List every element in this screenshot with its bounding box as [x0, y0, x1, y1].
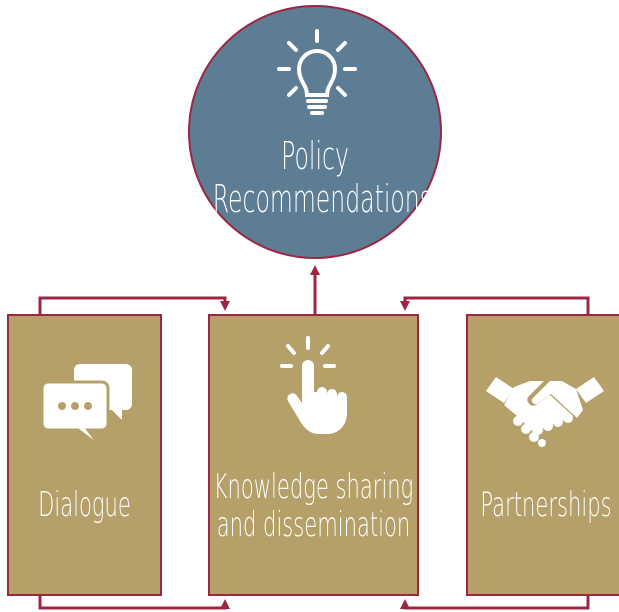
policy-recommendations-node: Policy Recommendations — [188, 5, 442, 259]
arrow-partnerships-to-knowledge-bottom — [400, 596, 590, 610]
policy-recommendations-label: Policy Recommendations — [212, 134, 433, 221]
arrow-dialogue-to-knowledge-top — [38, 296, 230, 314]
tap-hand-icon — [280, 336, 347, 434]
dialogue-node: Dialogue — [7, 314, 162, 596]
knowledge-sharing-node: Knowledge sharing and dissemination — [208, 314, 419, 596]
dialogue-label: Dialogue — [38, 485, 131, 525]
knowledge-label-line1: Knowledge sharing — [213, 467, 414, 507]
arrow-partnerships-to-knowledge-top — [400, 296, 590, 314]
policy-label-line2: Recommendations — [212, 176, 433, 221]
arrow-dialogue-to-knowledge-bottom — [38, 596, 230, 610]
knowledge-sharing-label: Knowledge sharing and dissemination — [212, 468, 415, 544]
chat-bubbles-icon — [42, 364, 132, 450]
lightbulb-icon — [277, 29, 357, 115]
partnerships-node: Partnerships — [466, 314, 619, 596]
handshake-icon — [486, 377, 604, 447]
partnerships-label: Partnerships — [480, 485, 612, 525]
knowledge-label-line2: and dissemination — [216, 505, 411, 546]
policy-label-line1: Policy — [281, 134, 349, 178]
